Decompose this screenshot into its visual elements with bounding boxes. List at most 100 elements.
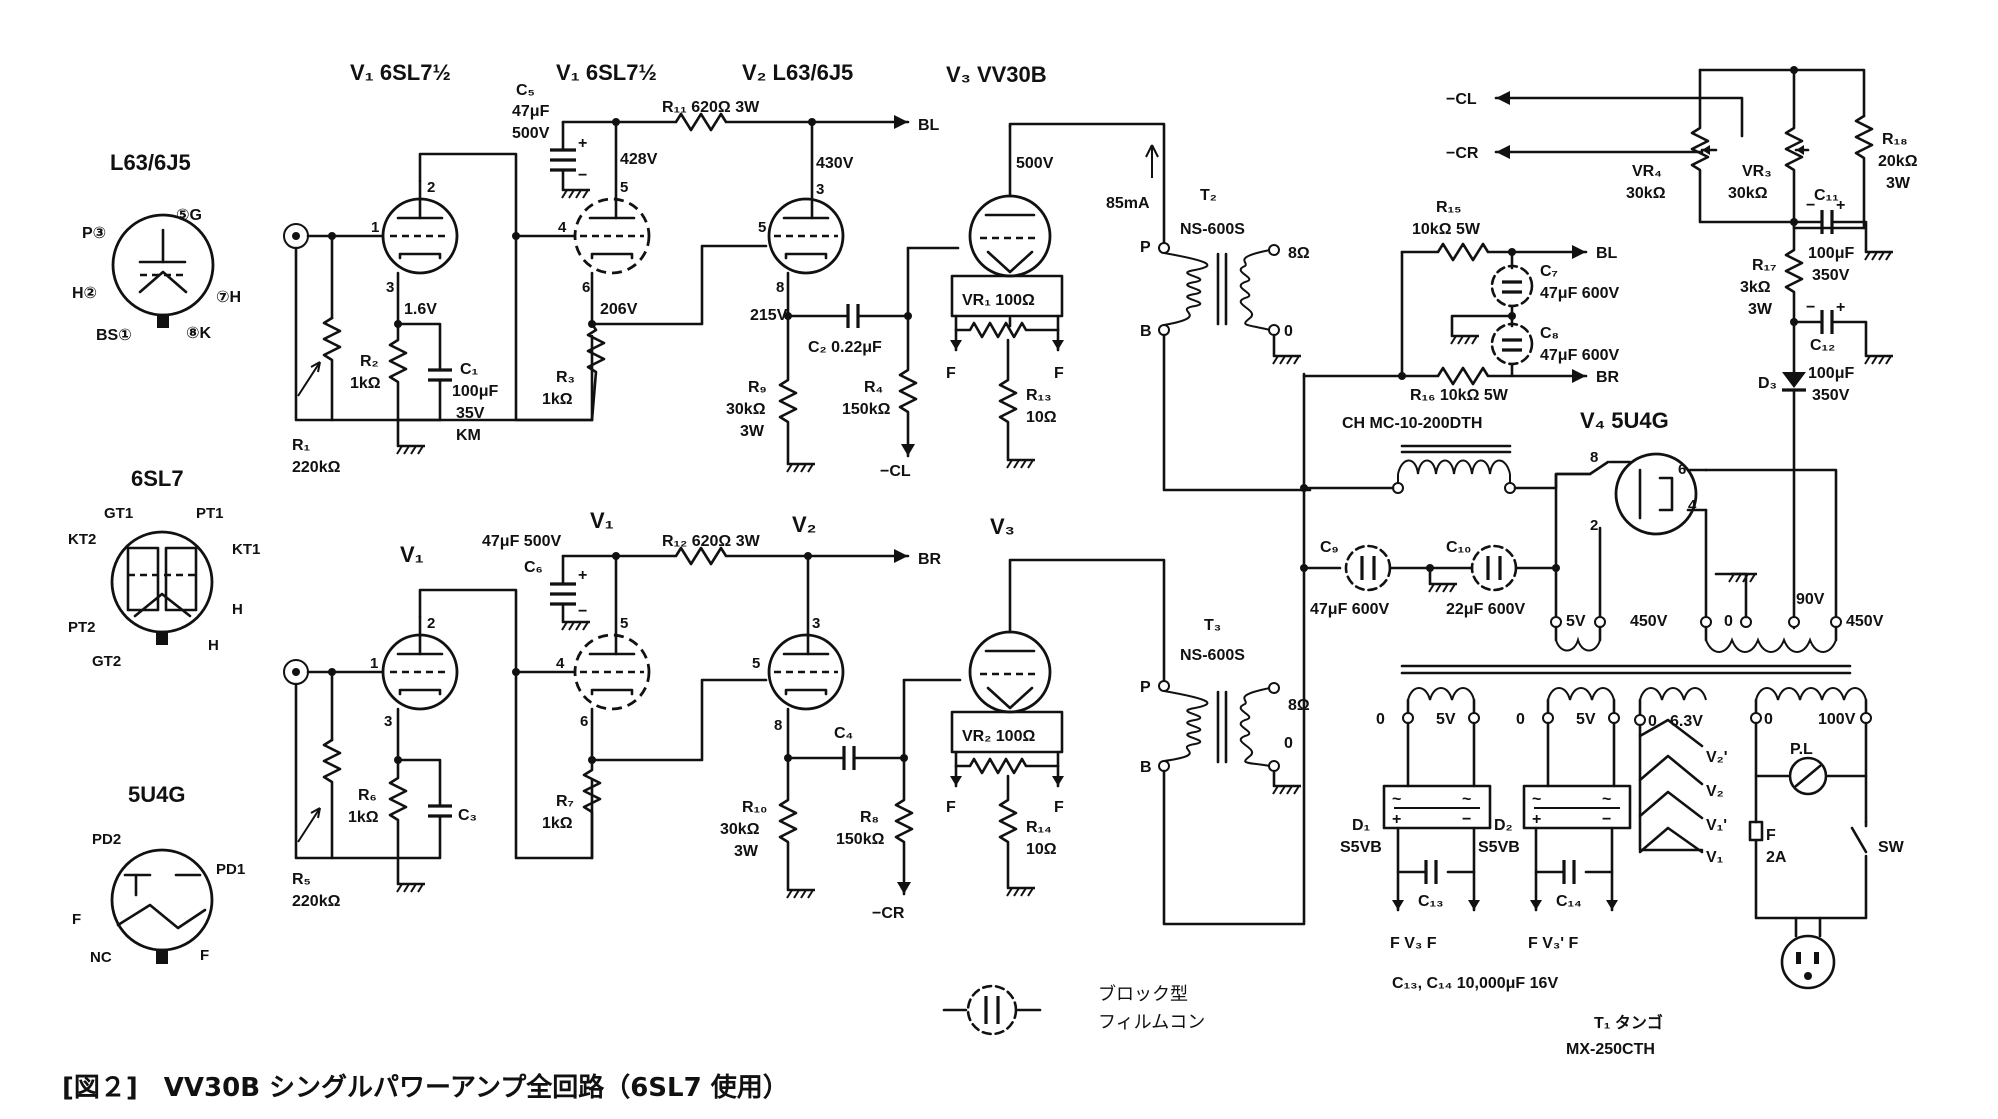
svg-text:5: 5 <box>752 655 760 672</box>
c9-value: 47μF 600V <box>1310 601 1390 618</box>
ht-450v-a: 450V <box>1630 613 1668 630</box>
bl-upper: BL <box>918 117 940 134</box>
socket-pin-label: ⑦H <box>216 289 241 306</box>
r17-value-2: 3W <box>1748 301 1773 318</box>
c1-value-3: KM <box>456 427 481 444</box>
c5-label: C₅ <box>516 82 535 99</box>
v1-cathode-voltage: 1.6V <box>404 301 437 318</box>
v1b-cathode-voltage: 206V <box>600 301 638 318</box>
svg-text:+: + <box>1836 197 1845 214</box>
r10-value-1: 30kΩ <box>720 821 760 838</box>
r4-label: R₄ <box>864 379 883 396</box>
sec4-100v: 100V <box>1818 711 1856 728</box>
r5-label: R₅ <box>292 871 311 888</box>
t3-zero: 0 <box>1284 735 1293 752</box>
vr3-label: VR₃ <box>1742 163 1772 180</box>
svg-text:1: 1 <box>371 219 379 236</box>
svg-text:3: 3 <box>816 181 824 198</box>
c1-value-1: 100μF <box>452 383 498 400</box>
socket-pin-label: F <box>72 911 81 928</box>
t1-model: MX-250CTH <box>1566 1041 1655 1058</box>
ht-90v: 90V <box>1796 591 1825 608</box>
socket-pin-label: PT1 <box>196 505 224 522</box>
r18-value-1: 20kΩ <box>1878 153 1918 170</box>
svg-text:4: 4 <box>556 655 565 672</box>
tube-header-v2-lower: V₂ <box>792 512 816 537</box>
socket-pin-label: GT2 <box>92 653 121 670</box>
tube-header-v3-lower: V₃ <box>990 514 1015 539</box>
legend-line2: フィルムコン <box>1098 1012 1205 1033</box>
socket-pin-label: BS① <box>96 327 132 344</box>
d3-label: D₃ <box>1758 375 1777 392</box>
f-v3p-f: F V₃' F <box>1528 935 1579 952</box>
c12-label: C₁₂ <box>1810 337 1835 354</box>
r18-value-2: 3W <box>1886 175 1911 192</box>
svg-text:~: ~ <box>1602 791 1611 808</box>
sec2-5v: 5V <box>1576 711 1596 728</box>
figure-caption: [図２] VV30B シングルパワーアンプ全回路（6SL7 使用） <box>62 1072 789 1103</box>
t3-label: T₃ <box>1204 617 1221 634</box>
r3-value: 1kΩ <box>542 391 573 408</box>
vr1-f-right: F <box>1054 365 1064 382</box>
r4-value: 150kΩ <box>842 401 891 418</box>
neg-cl-upper: −CL <box>880 463 911 480</box>
tube-header-v1-lower-a: V₁ <box>400 542 424 567</box>
c13-c14-value: C₁₃, C₁₄ 10,000μF 16V <box>1392 975 1558 992</box>
r1-value: 220kΩ <box>292 459 341 476</box>
tube-header-v1a: V₁ 6SL7½ <box>350 60 451 85</box>
t2-p-label: P <box>1140 239 1151 256</box>
r12-label: R₁₂ 620Ω 3W <box>662 533 761 550</box>
r10-label: R₁₀ <box>742 799 767 816</box>
r7-label: R₇ <box>556 793 574 810</box>
neg-cr-lower: −CR <box>872 905 905 922</box>
v4-pin8: 8 <box>1590 449 1598 466</box>
r2-label: R₂ <box>360 353 379 370</box>
legend-line1: ブロック型 <box>1098 983 1188 1005</box>
v2-plate-voltage: 430V <box>816 155 854 172</box>
socket-pin-label: NC <box>90 949 112 966</box>
r8-value: 150kΩ <box>836 831 885 848</box>
svg-text:+: + <box>1836 299 1845 316</box>
t3-model: NS-600S <box>1180 647 1245 664</box>
svg-text:3: 3 <box>386 279 394 296</box>
svg-text:+: + <box>1392 811 1401 828</box>
svg-text:5: 5 <box>758 219 766 236</box>
svg-text:3: 3 <box>812 615 820 632</box>
c13-label: C₁₃ <box>1418 893 1444 910</box>
r9-value-2: 3W <box>740 423 765 440</box>
svg-text:−: − <box>1602 811 1611 828</box>
svg-text:5: 5 <box>620 615 628 632</box>
switch-label: SW <box>1878 839 1905 856</box>
t2-model: NS-600S <box>1180 221 1245 238</box>
vr3-value: 30kΩ <box>1728 185 1768 202</box>
v3-plate-voltage: 500V <box>1016 155 1054 172</box>
c11-value-2: 350V <box>1812 267 1850 284</box>
t2-8ohm: 8Ω <box>1288 245 1310 262</box>
neg-cl-supply: −CL <box>1446 91 1477 108</box>
heater-v1p: V₁' <box>1706 817 1727 834</box>
r18-label: R₁₈ <box>1882 131 1908 148</box>
r17-label: R₁₇ <box>1752 257 1777 274</box>
socket-pin-label: H <box>208 637 219 654</box>
r3-label: R₃ <box>556 369 575 386</box>
tube-header-v1-lower-b: V₁ <box>590 508 614 533</box>
tube-header-v4: V₄ 5U4G <box>1580 408 1669 433</box>
r16-label: R₁₆ 10kΩ 5W <box>1410 387 1509 404</box>
svg-text:−: − <box>1806 197 1815 214</box>
heater-v1: V₁ <box>1706 849 1724 866</box>
r15-label: R₁₅ <box>1436 199 1462 216</box>
r5-value: 220kΩ <box>292 893 341 910</box>
c7-value: 47μF 600V <box>1540 285 1620 302</box>
sec1-zero: 0 <box>1376 711 1385 728</box>
c5-value-1: 47μF <box>512 103 550 120</box>
d2-model: S5VB <box>1478 839 1520 856</box>
choke-label: CH MC-10-200DTH <box>1342 415 1482 432</box>
sec3-zero: 0 <box>1648 713 1657 730</box>
c10-label: C₁₀ <box>1446 539 1471 556</box>
t2-label: T₂ <box>1200 187 1217 204</box>
vr2-f-right: F <box>1054 799 1064 816</box>
c9-label: C₉ <box>1320 539 1339 556</box>
svg-text:+: + <box>1532 811 1541 828</box>
socket-title: 5U4G <box>128 782 185 807</box>
